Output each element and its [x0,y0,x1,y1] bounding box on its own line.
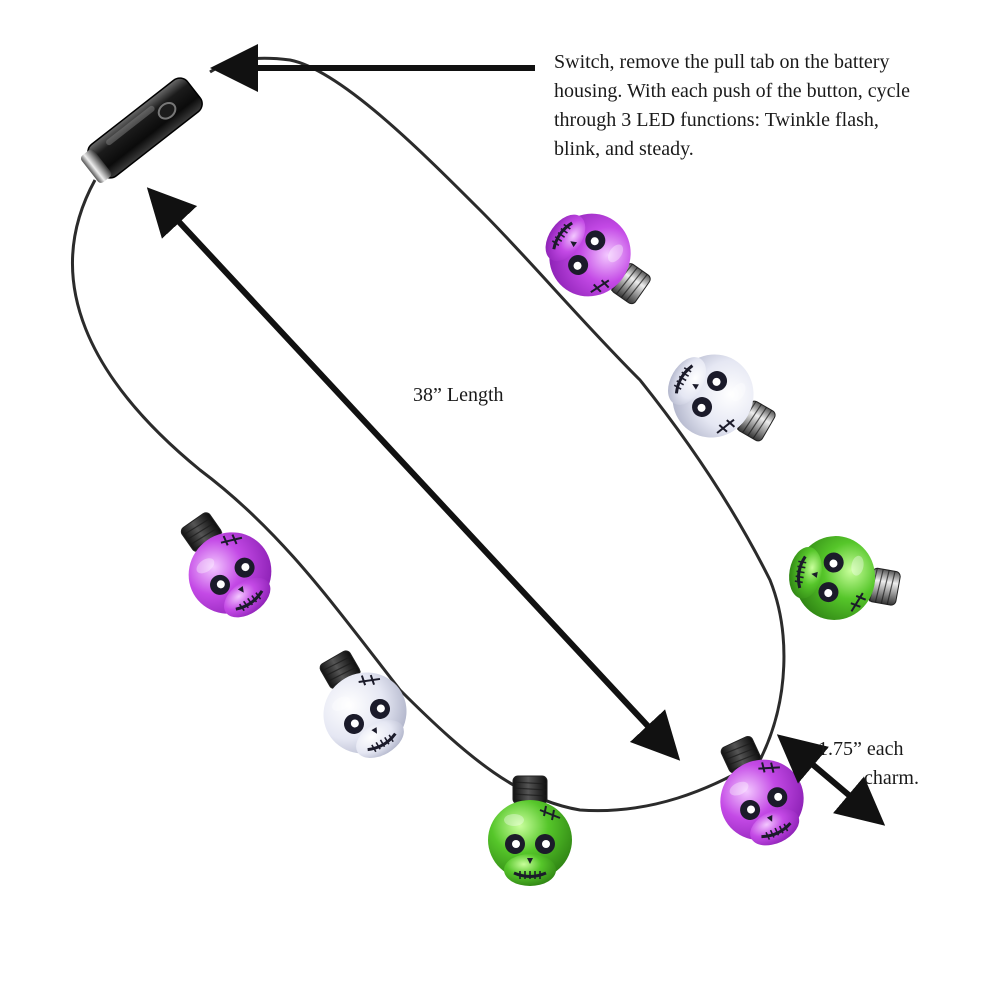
charm-size-line: charm. [864,767,919,789]
battery-switch [80,77,203,183]
skull-charm-purple [180,512,272,618]
switch-instructions-line: Switch, remove the pull tab on the batte… [554,51,890,73]
charm-size-arrow [776,734,886,826]
skull-charm-purple [720,735,804,846]
charm-size-label: 1.75” each charm. [818,735,978,793]
necklace-cord [71,56,786,813]
skull-charm-white [319,650,407,758]
skull-charm-white [668,354,776,442]
switch-button-icon [157,101,177,120]
skull-charm-green [789,536,901,620]
switch-instructions: Switch, remove the pull tab on the batte… [554,48,974,164]
skull-charm-purple [545,213,651,305]
switch-instructions-line: blink, and steady. [554,138,694,160]
skull-charm-green [488,775,572,886]
switch-instructions-line: through 3 LED functions: Twinkle flash, [554,109,879,131]
length-arrow [146,187,681,761]
switch-instructions-line: housing. With each push of the button, c… [554,80,910,102]
length-label: 38” Length [413,384,504,406]
charm-size-line: 1.75” each [818,738,904,760]
